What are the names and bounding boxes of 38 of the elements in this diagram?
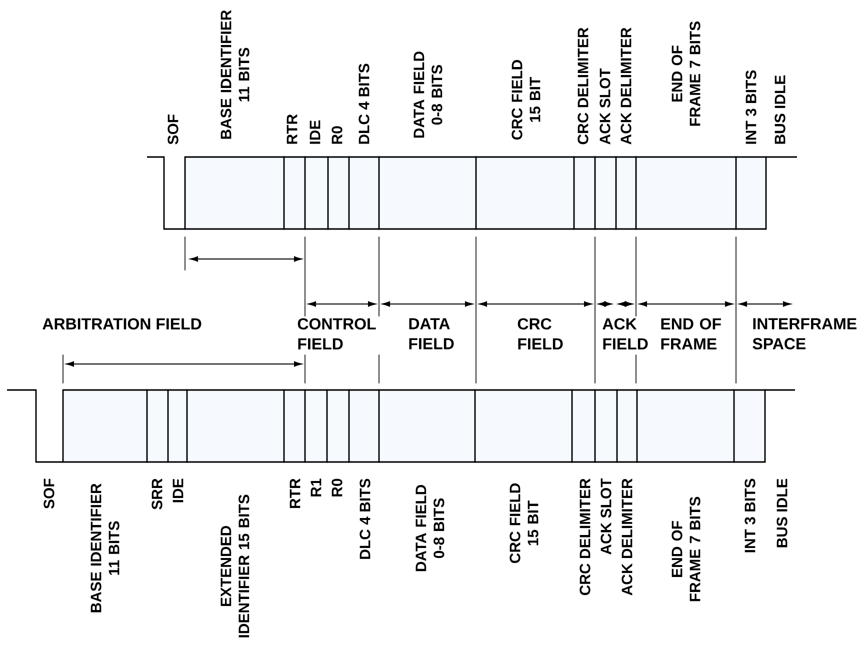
bit-label: DATA FIELD 0-8 BITS bbox=[414, 52, 442, 138]
bit-label: INT 3 BITS bbox=[746, 70, 756, 144]
bit-label: CRC FIELD 15 BIT bbox=[510, 483, 538, 563]
bit-label: SOF bbox=[44, 478, 54, 509]
bit-label: END OF FRAME 7 BITS bbox=[672, 496, 700, 602]
field-label: DATA FIELD bbox=[409, 318, 454, 350]
field-label: ARBITRATION FIELD bbox=[42, 318, 202, 330]
bit-label: CRC DELIMITER bbox=[578, 28, 588, 144]
bit-label: RTR bbox=[286, 114, 298, 144]
bit-label: DLC 4 BITS bbox=[358, 64, 370, 144]
bit-label: BASE IDENTIFIER 11 BITS bbox=[90, 484, 120, 612]
field-label: END OF FRAME bbox=[661, 318, 721, 350]
bit-label: BASE IDENTIFIER 11 BITS bbox=[220, 10, 250, 139]
bit-label: ACK SLOT bbox=[600, 68, 610, 144]
bit-label: EXTENDED IDENTIFIER 15 BITS bbox=[220, 494, 250, 638]
bit-label: R1 bbox=[310, 478, 322, 496]
bit-label: ACK DELIMITER bbox=[620, 28, 632, 144]
bit-label: IDE bbox=[310, 120, 320, 144]
field-label: INTERFRAME SPACE bbox=[752, 318, 856, 350]
bit-label: SOF bbox=[168, 114, 178, 144]
bit-label: DATA FIELD 0-8 BITS bbox=[416, 484, 444, 572]
bit-label: CRC DELIMITER bbox=[580, 478, 590, 596]
bit-label: RTR bbox=[290, 478, 300, 508]
bit-label: R0 bbox=[332, 478, 342, 496]
field-label: ACK FIELD bbox=[602, 318, 648, 350]
bit-label: SRR bbox=[152, 478, 162, 510]
bit-label: IDE bbox=[172, 478, 184, 502]
bit-label: BUS IDLE bbox=[774, 75, 786, 144]
bit-label: ACK DELIMITER bbox=[622, 478, 632, 596]
bit-label: CRC FIELD 15 BIT bbox=[512, 60, 540, 140]
field-label: CONTROL FIELD bbox=[298, 318, 376, 350]
bit-label: DLC 4 BITS bbox=[360, 478, 370, 559]
bit-label: END OF FRAME 7 BITS bbox=[672, 22, 700, 126]
bit-label: ACK SLOT bbox=[600, 478, 612, 554]
field-label: CRC FIELD bbox=[518, 318, 563, 350]
bit-label: INT 3 BITS bbox=[744, 478, 756, 552]
bit-label: R0 bbox=[332, 126, 342, 144]
bit-label: BUS IDLE bbox=[776, 478, 788, 548]
